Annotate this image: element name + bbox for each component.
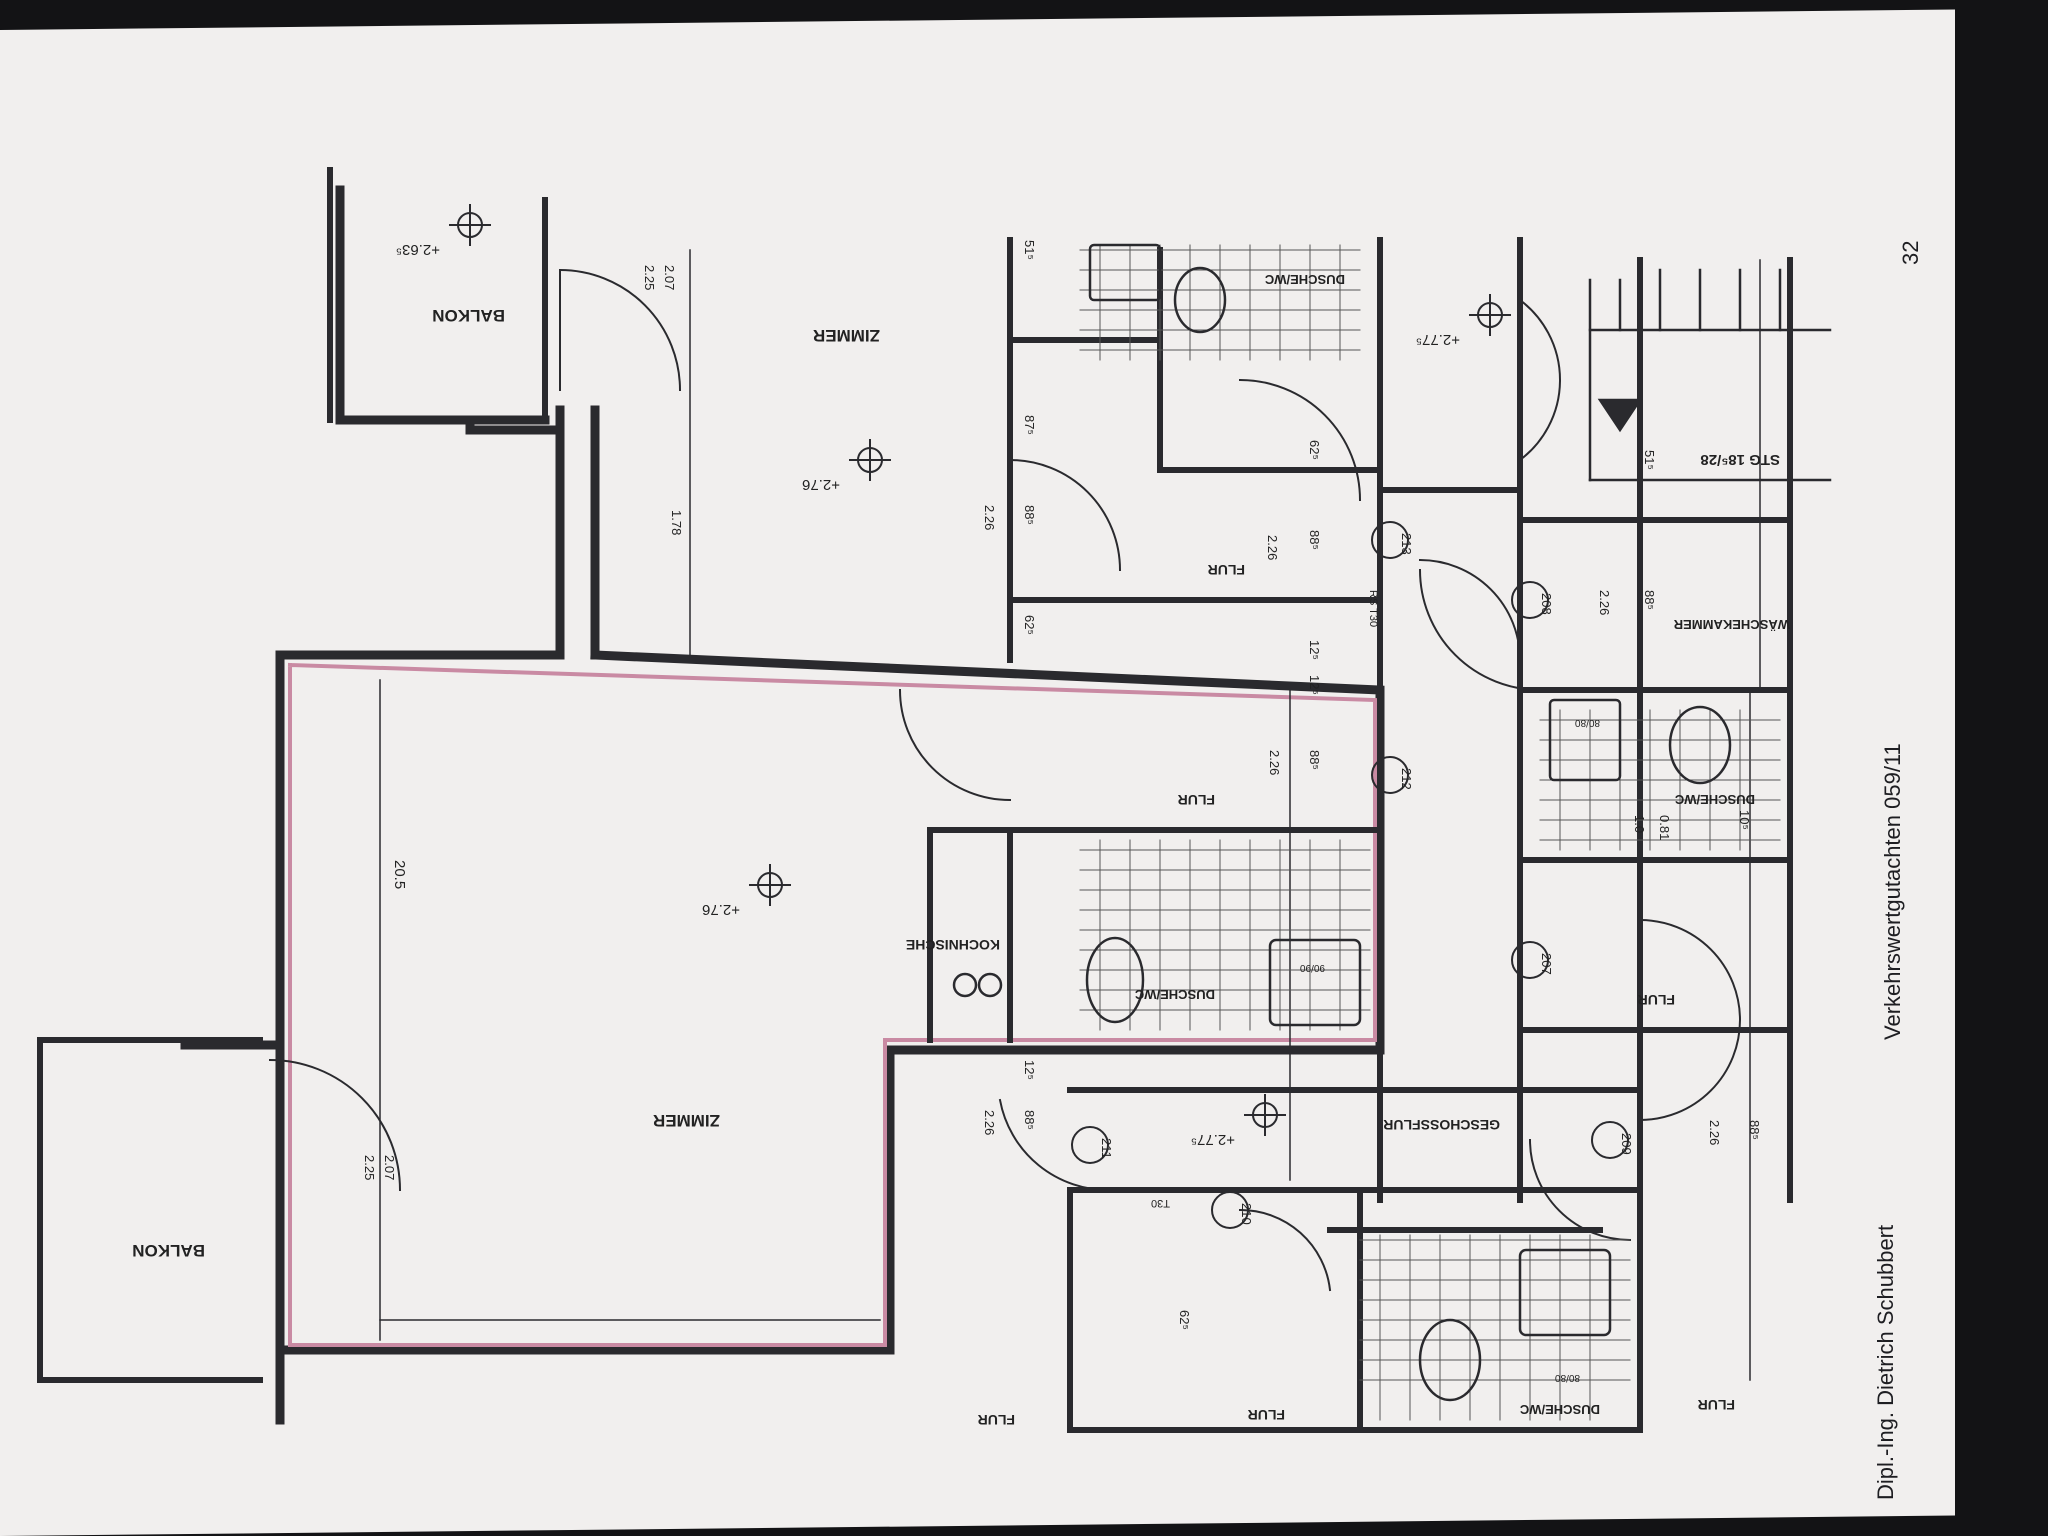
room-label-flur-4: FLUR — [978, 1412, 1015, 1428]
dim-17: 12⁵ — [1307, 675, 1322, 695]
door-number-213: 213 — [1399, 533, 1414, 555]
stair-label: STG 18⁵/28 — [1700, 451, 1780, 468]
dimension-lines — [379, 249, 1761, 1381]
page-number: 32 — [1898, 241, 1923, 265]
room-label-dusche-wc-3: DUSCHE/WC — [1674, 792, 1755, 807]
level-label-5: +2.77⁵ — [1191, 1131, 1235, 1148]
level-label-2: +2.76 — [802, 476, 840, 493]
dim-6: 87⁵ — [1022, 415, 1037, 435]
footer-title: Verkehrswertgutachten 059/11 — [1880, 743, 1905, 1040]
dim-9: 20.5 — [391, 860, 408, 889]
door-number-212: 212 — [1399, 768, 1414, 790]
room-label-zimmer-top: ZIMMER — [813, 326, 880, 345]
dim-25: 90/90 — [1300, 962, 1325, 973]
dim-3: 1.78 — [669, 510, 684, 535]
fire-rating-2: T30 — [1151, 1197, 1170, 1209]
room-label-flur-3: FLUR — [1638, 992, 1675, 1008]
room-label-flur-2: FLUR — [1178, 792, 1215, 808]
door-number-circles — [1071, 521, 1629, 1229]
dim-31: 12⁵ — [1022, 1060, 1037, 1080]
dim-30: 62⁵ — [1177, 1310, 1192, 1330]
dim-29: 88⁵ — [1022, 1110, 1037, 1130]
room-label-flur-6: FLUR — [1698, 1397, 1735, 1413]
door-number-207: 207 — [1539, 953, 1554, 975]
room-label-flur-5: FLUR — [1248, 1407, 1285, 1423]
door-number-209: 209 — [1619, 1133, 1634, 1155]
dim-26: 80/80 — [1575, 717, 1600, 728]
staircase — [1588, 268, 1832, 482]
level-label-1: +2.63⁵ — [396, 241, 440, 258]
dim-12: 12⁵ — [1307, 640, 1322, 660]
room-label-balkon-left: BALKON — [132, 1241, 205, 1260]
room-label-waschekammer: WÄSCHEKAMMER — [1673, 617, 1790, 632]
room-label-dusche-wc-1: DUSCHE/WC — [1134, 987, 1215, 1002]
dim-13: 2.07 — [382, 1155, 397, 1180]
footer-author: Dipl.-Ing. Dietrich Schubbert — [1873, 1225, 1898, 1500]
door-swings — [268, 268, 1741, 1292]
room-label-kochnische: KOCHNISCHE — [906, 937, 1000, 953]
dim-14: 2.25 — [362, 1155, 377, 1180]
dim-32: 2.26 — [1707, 1120, 1722, 1145]
room-label-dusche-wc-2: DUSCHE/WC — [1264, 272, 1345, 287]
dim-8: 51⁵ — [1022, 240, 1037, 260]
level-label-3: +2.76 — [702, 901, 740, 918]
dim-28: 2.26 — [982, 1110, 997, 1135]
dim-22: 1.0 — [1632, 815, 1647, 833]
interior-walls — [37, 167, 1793, 1433]
room-label-flur-1: FLUR — [1208, 562, 1245, 578]
dim-19: 51⁵ — [1642, 450, 1657, 470]
level-markers — [449, 204, 1511, 1136]
sanitary-fixtures — [952, 243, 1732, 1402]
dim-4: 2.26 — [982, 505, 997, 530]
dim-1: 2.07 — [662, 265, 677, 290]
fire-rating-1: RS T30 — [1367, 590, 1379, 627]
dim-11: 88⁵ — [1307, 530, 1322, 550]
door-number-210: 210 — [1239, 1203, 1254, 1225]
dim-16: 88⁵ — [1307, 750, 1322, 770]
dim-15: 2.26 — [1267, 750, 1282, 775]
dim-20: 2.26 — [1597, 590, 1612, 615]
dim-2: 2.25 — [642, 265, 657, 290]
dim-10: 2.26 — [1265, 535, 1280, 560]
dim-18: 62⁵ — [1307, 440, 1322, 460]
dim-7: 62⁵ — [1022, 615, 1037, 635]
unit-boundary — [287, 662, 1377, 1347]
dim-23: 0.81 — [1657, 815, 1672, 840]
door-number-208: 208 — [1539, 593, 1554, 615]
door-number-211: 211 — [1099, 1138, 1114, 1159]
dim-21: 88⁵ — [1642, 590, 1657, 610]
room-label-geschossflur: GESCHOSSFLUR — [1383, 1117, 1500, 1133]
room-label-dusche-wc-4: DUSCHE/WC — [1519, 1402, 1600, 1417]
room-label-balkon-top: BALKON — [432, 306, 505, 325]
dim-33: 88⁵ — [1747, 1120, 1762, 1140]
dim-27: 80/80 — [1555, 1372, 1580, 1383]
dim-5: 88⁵ — [1022, 505, 1037, 525]
level-label-4: +2.77⁵ — [1416, 331, 1460, 348]
room-label-zimmer-main: ZIMMER — [653, 1111, 720, 1130]
dim-24: 10⁵ — [1737, 810, 1752, 830]
